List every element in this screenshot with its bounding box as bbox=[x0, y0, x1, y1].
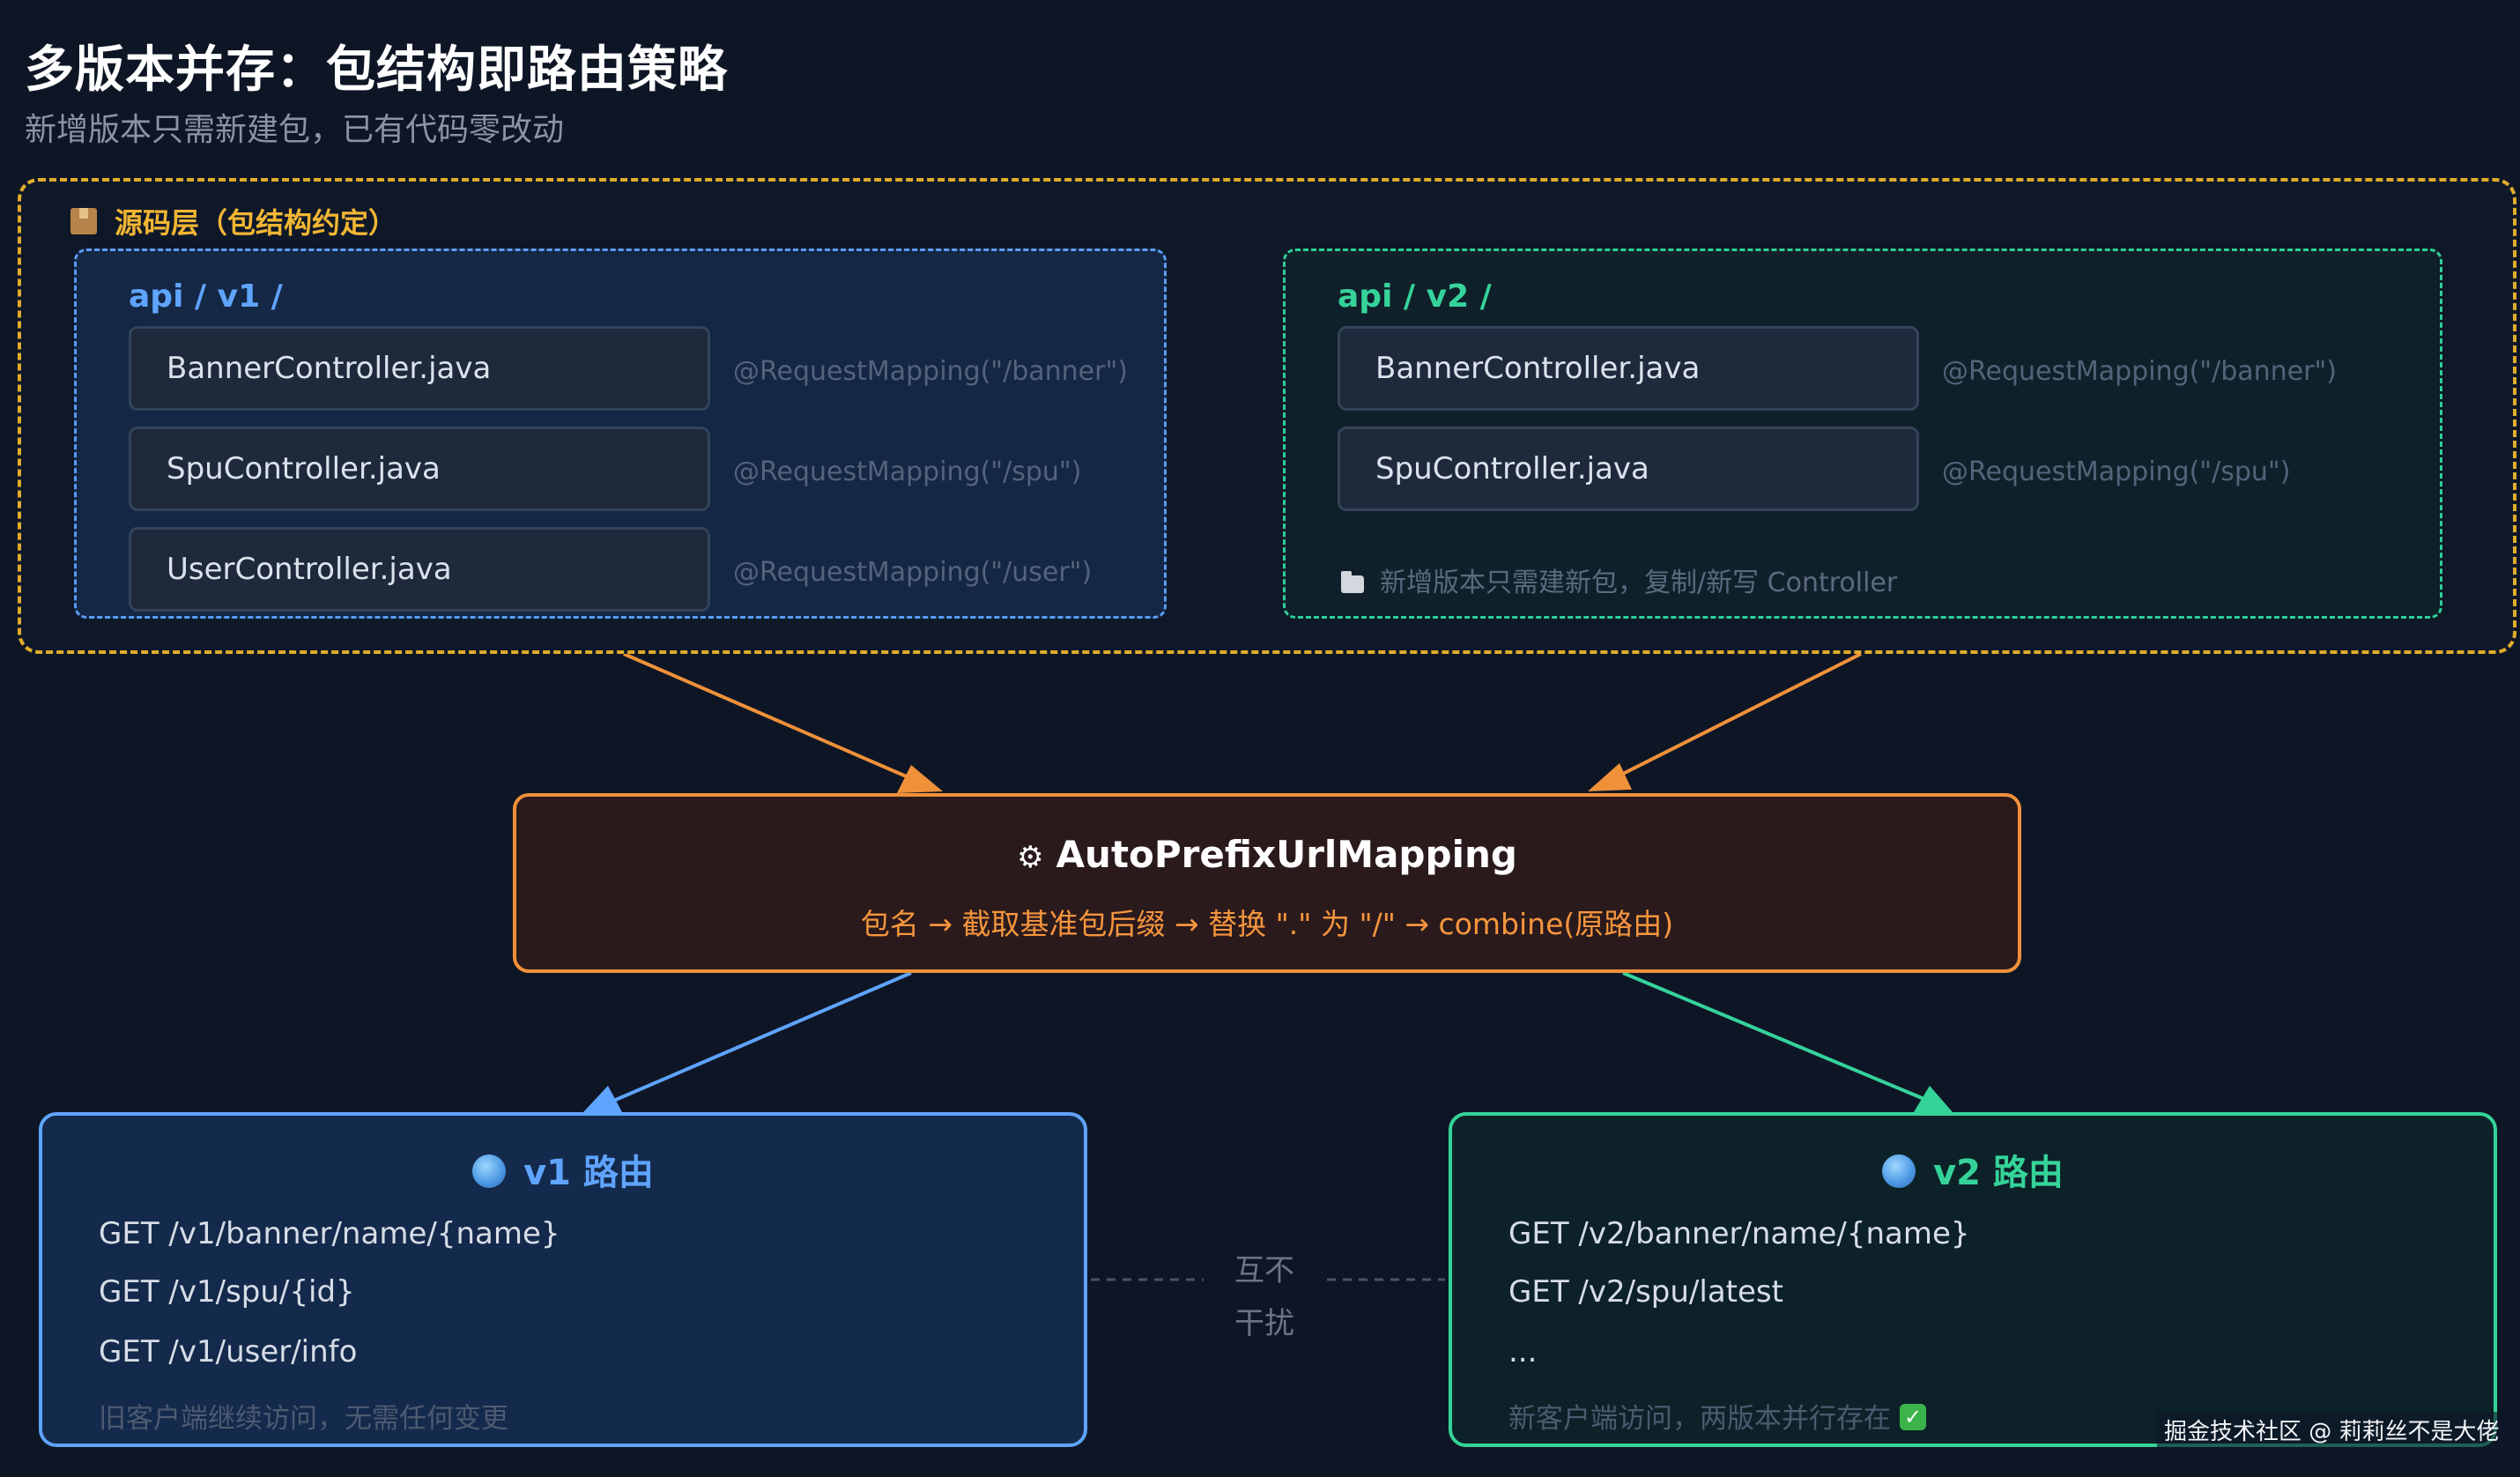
file-v1-banner-controller[interactable]: BannerController.java bbox=[129, 326, 710, 411]
route-v1-title: v1 路由 bbox=[39, 1144, 1087, 1195]
check-icon: ✓ bbox=[1900, 1403, 1926, 1430]
file-name: SpuController.java bbox=[167, 451, 441, 486]
folder-icon bbox=[1341, 570, 1364, 593]
route-v1-line: GET /v1/user/info bbox=[99, 1334, 358, 1369]
route-v2-line: ... bbox=[1508, 1334, 1538, 1369]
route-v2-box bbox=[1449, 1112, 2497, 1447]
route-v1-box bbox=[39, 1112, 1087, 1447]
file-name: BannerController.java bbox=[1375, 351, 1701, 386]
separator-label: 互不 干扰 bbox=[1198, 1244, 1330, 1350]
page-subtitle: 新增版本只需新建包，已有代码零改动 bbox=[25, 112, 565, 148]
arrowhead-v2-to-mapper bbox=[1588, 763, 1632, 791]
mapper-title-text: AutoPrefixUrlMapping bbox=[1056, 833, 1517, 876]
gear-icon: ⚙ bbox=[1017, 840, 1044, 875]
route-v1-title-text: v1 路由 bbox=[523, 1153, 654, 1193]
arrow-mapper-to-v2 bbox=[1622, 971, 1927, 1102]
route-v2-title-text: v2 路由 bbox=[1933, 1153, 2064, 1193]
route-v2-title: v2 路由 bbox=[1449, 1144, 2497, 1195]
arrowhead-v1-to-mapper bbox=[897, 765, 943, 793]
watermark: 掘金技术社区 @ 莉莉丝不是大佬 bbox=[2157, 1412, 2507, 1448]
route-v2-line: GET /v2/banner/name/{name} bbox=[1508, 1216, 1970, 1251]
mapping-v1-banner: @RequestMapping("/banner") bbox=[733, 356, 1128, 387]
file-v2-banner-controller[interactable]: BannerController.java bbox=[1338, 326, 1919, 411]
mapper-title: ⚙ AutoPrefixUrlMapping bbox=[513, 833, 2021, 876]
auto-prefix-url-mapping-box bbox=[513, 793, 2021, 973]
page-title: 多版本并存：包结构即路由策略 bbox=[25, 41, 728, 99]
file-v2-spu-controller[interactable]: SpuController.java bbox=[1338, 427, 1919, 511]
mapping-v1-spu: @RequestMapping("/spu") bbox=[733, 456, 1082, 487]
route-v1-line: GET /v1/spu/{id} bbox=[99, 1274, 355, 1310]
arrowhead-mapper-to-v1 bbox=[583, 1086, 622, 1112]
package-icon bbox=[70, 208, 97, 234]
mapping-v2-spu: @RequestMapping("/spu") bbox=[1942, 456, 2291, 487]
package-v2-title: api / v2 / bbox=[1338, 278, 1492, 315]
route-v1-note: 旧客户端继续访问，无需任何变更 bbox=[99, 1403, 508, 1435]
globe-icon bbox=[1882, 1154, 1916, 1188]
file-name: UserController.java bbox=[167, 552, 452, 587]
globe-icon bbox=[472, 1154, 507, 1188]
file-name: SpuController.java bbox=[1375, 451, 1649, 486]
route-v2-note-text: 新客户端访问，两版本并行存在 bbox=[1508, 1403, 1891, 1435]
file-v1-user-controller[interactable]: UserController.java bbox=[129, 527, 710, 612]
route-v1-line: GET /v1/banner/name/{name} bbox=[99, 1216, 560, 1251]
separator-label-line: 干扰 bbox=[1234, 1306, 1294, 1341]
mapping-v2-banner: @RequestMapping("/banner") bbox=[1942, 356, 2337, 387]
route-v2-note: 新客户端访问，两版本并行存在 ✓ bbox=[1508, 1396, 1926, 1436]
arrowhead-mapper-to-v2 bbox=[1914, 1086, 1953, 1112]
arrow-mapper-to-v1 bbox=[611, 971, 912, 1103]
file-v1-spu-controller[interactable]: SpuController.java bbox=[129, 427, 710, 511]
separator-label-line: 互不 bbox=[1234, 1253, 1294, 1288]
source-layer-label-text: 源码层（包结构约定） bbox=[115, 206, 397, 240]
package-v1-title: api / v1 / bbox=[129, 278, 283, 315]
file-name: BannerController.java bbox=[167, 351, 492, 386]
package-v2-note-text: 新增版本只需建新包，复制/新写 Controller bbox=[1380, 568, 1898, 598]
arrow-v1-to-mapper bbox=[623, 652, 917, 783]
package-v2-note: 新增版本只需建新包，复制/新写 Controller bbox=[1341, 560, 1897, 599]
source-layer-label: 源码层（包结构约定） bbox=[70, 201, 397, 241]
mapping-v1-user: @RequestMapping("/user") bbox=[733, 557, 1093, 588]
route-v2-line: GET /v2/spu/latest bbox=[1508, 1274, 1783, 1310]
arrow-v2-to-mapper bbox=[1612, 652, 1862, 781]
mapper-description: 包名 → 截取基准包后缀 → 替换 "." 为 "/" → combine(原路… bbox=[860, 907, 1674, 941]
